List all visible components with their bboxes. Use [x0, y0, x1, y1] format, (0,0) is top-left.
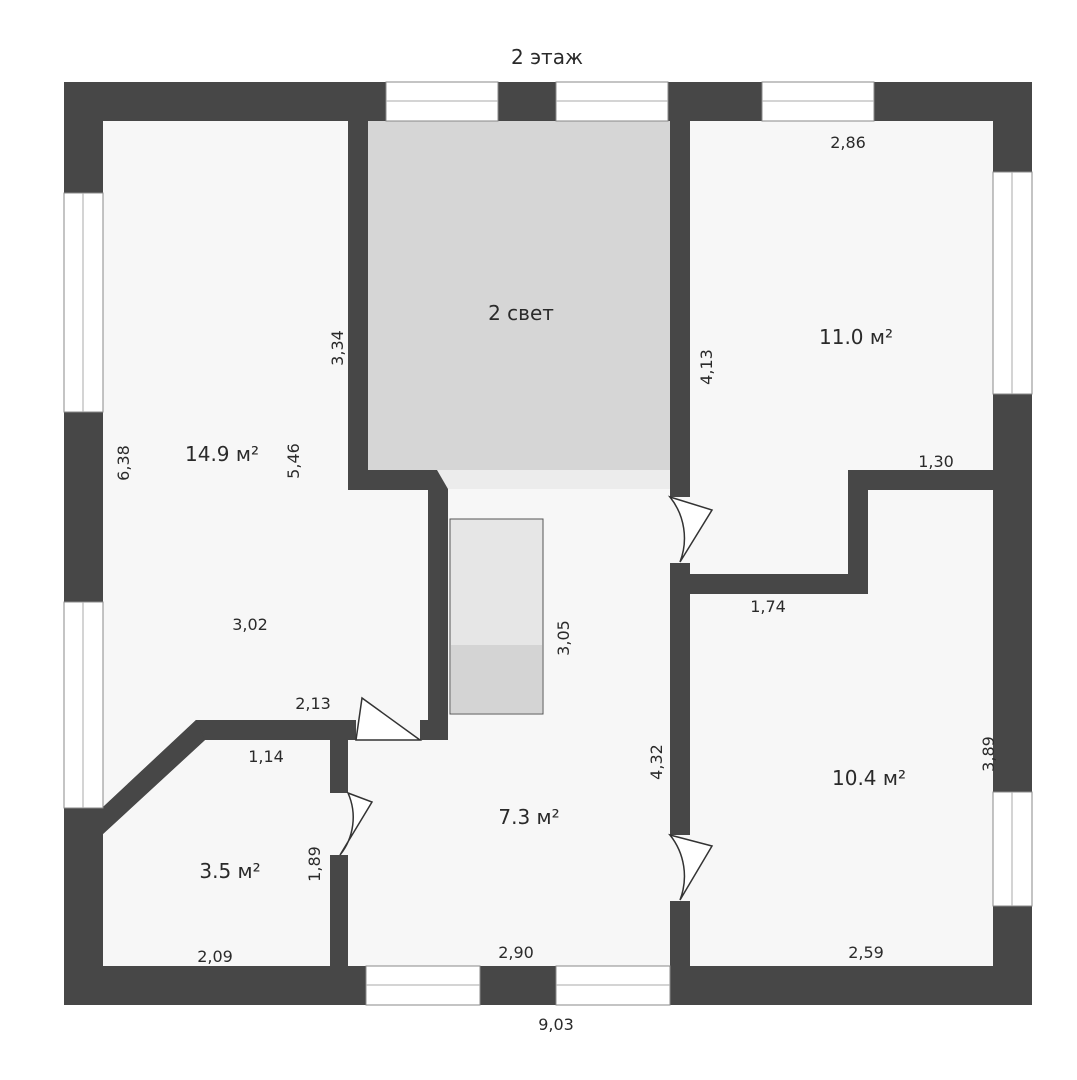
dim-small-top: 1,14	[248, 747, 284, 766]
door-top-right	[667, 495, 714, 563]
dim-left-height: 6,38	[114, 445, 133, 481]
void-railing	[437, 470, 670, 489]
dim-total-width: 9,03	[538, 1015, 574, 1034]
room-11-0-floor	[690, 121, 993, 574]
door-small-room	[339, 791, 374, 856]
dim-left-lower-width: 2,13	[295, 694, 331, 713]
area-label-3-5: 3.5 м²	[199, 859, 260, 883]
dim-small-height: 1,89	[305, 846, 324, 882]
area-label-10-4: 10.4 м²	[832, 766, 906, 790]
room-10-4-floor	[690, 490, 993, 966]
hall-floor	[348, 489, 670, 966]
dim-top-right-width: 2,86	[830, 133, 866, 152]
dim-right-bottom-height: 3,89	[979, 736, 998, 772]
staircase	[449, 518, 544, 715]
dim-void-height: 3,34	[328, 330, 347, 366]
area-label-14-9: 14.9 м²	[185, 442, 259, 466]
room-14-9-floor	[103, 121, 428, 807]
floors	[103, 121, 993, 966]
dim-stair-length: 3,05	[554, 620, 573, 656]
dim-hall-bottom: 2,90	[498, 943, 534, 962]
dim-right-bottom-width: 2,59	[848, 943, 884, 962]
void-area	[368, 121, 670, 470]
dim-left-width: 3,02	[232, 615, 268, 634]
dim-right-step: 1,30	[918, 452, 954, 471]
doors	[339, 495, 714, 901]
dim-top-right-height: 4,13	[697, 349, 716, 385]
dim-left-inner-height: 5,46	[284, 443, 303, 479]
window-glass-lines	[82, 100, 1013, 986]
area-label-7-3: 7.3 м²	[498, 805, 559, 829]
floor-title: 2 этаж	[511, 45, 583, 69]
void-label: 2 свет	[488, 301, 554, 325]
door-left-room	[355, 696, 423, 741]
area-label-11-0: 11.0 м²	[819, 325, 893, 349]
dim-small-bottom: 2,09	[197, 947, 233, 966]
room-3-5-floor	[103, 740, 330, 966]
dim-hall-height: 4,32	[647, 744, 666, 780]
door-bottom-right	[668, 833, 714, 901]
dim-corridor-width: 1,74	[750, 597, 786, 616]
